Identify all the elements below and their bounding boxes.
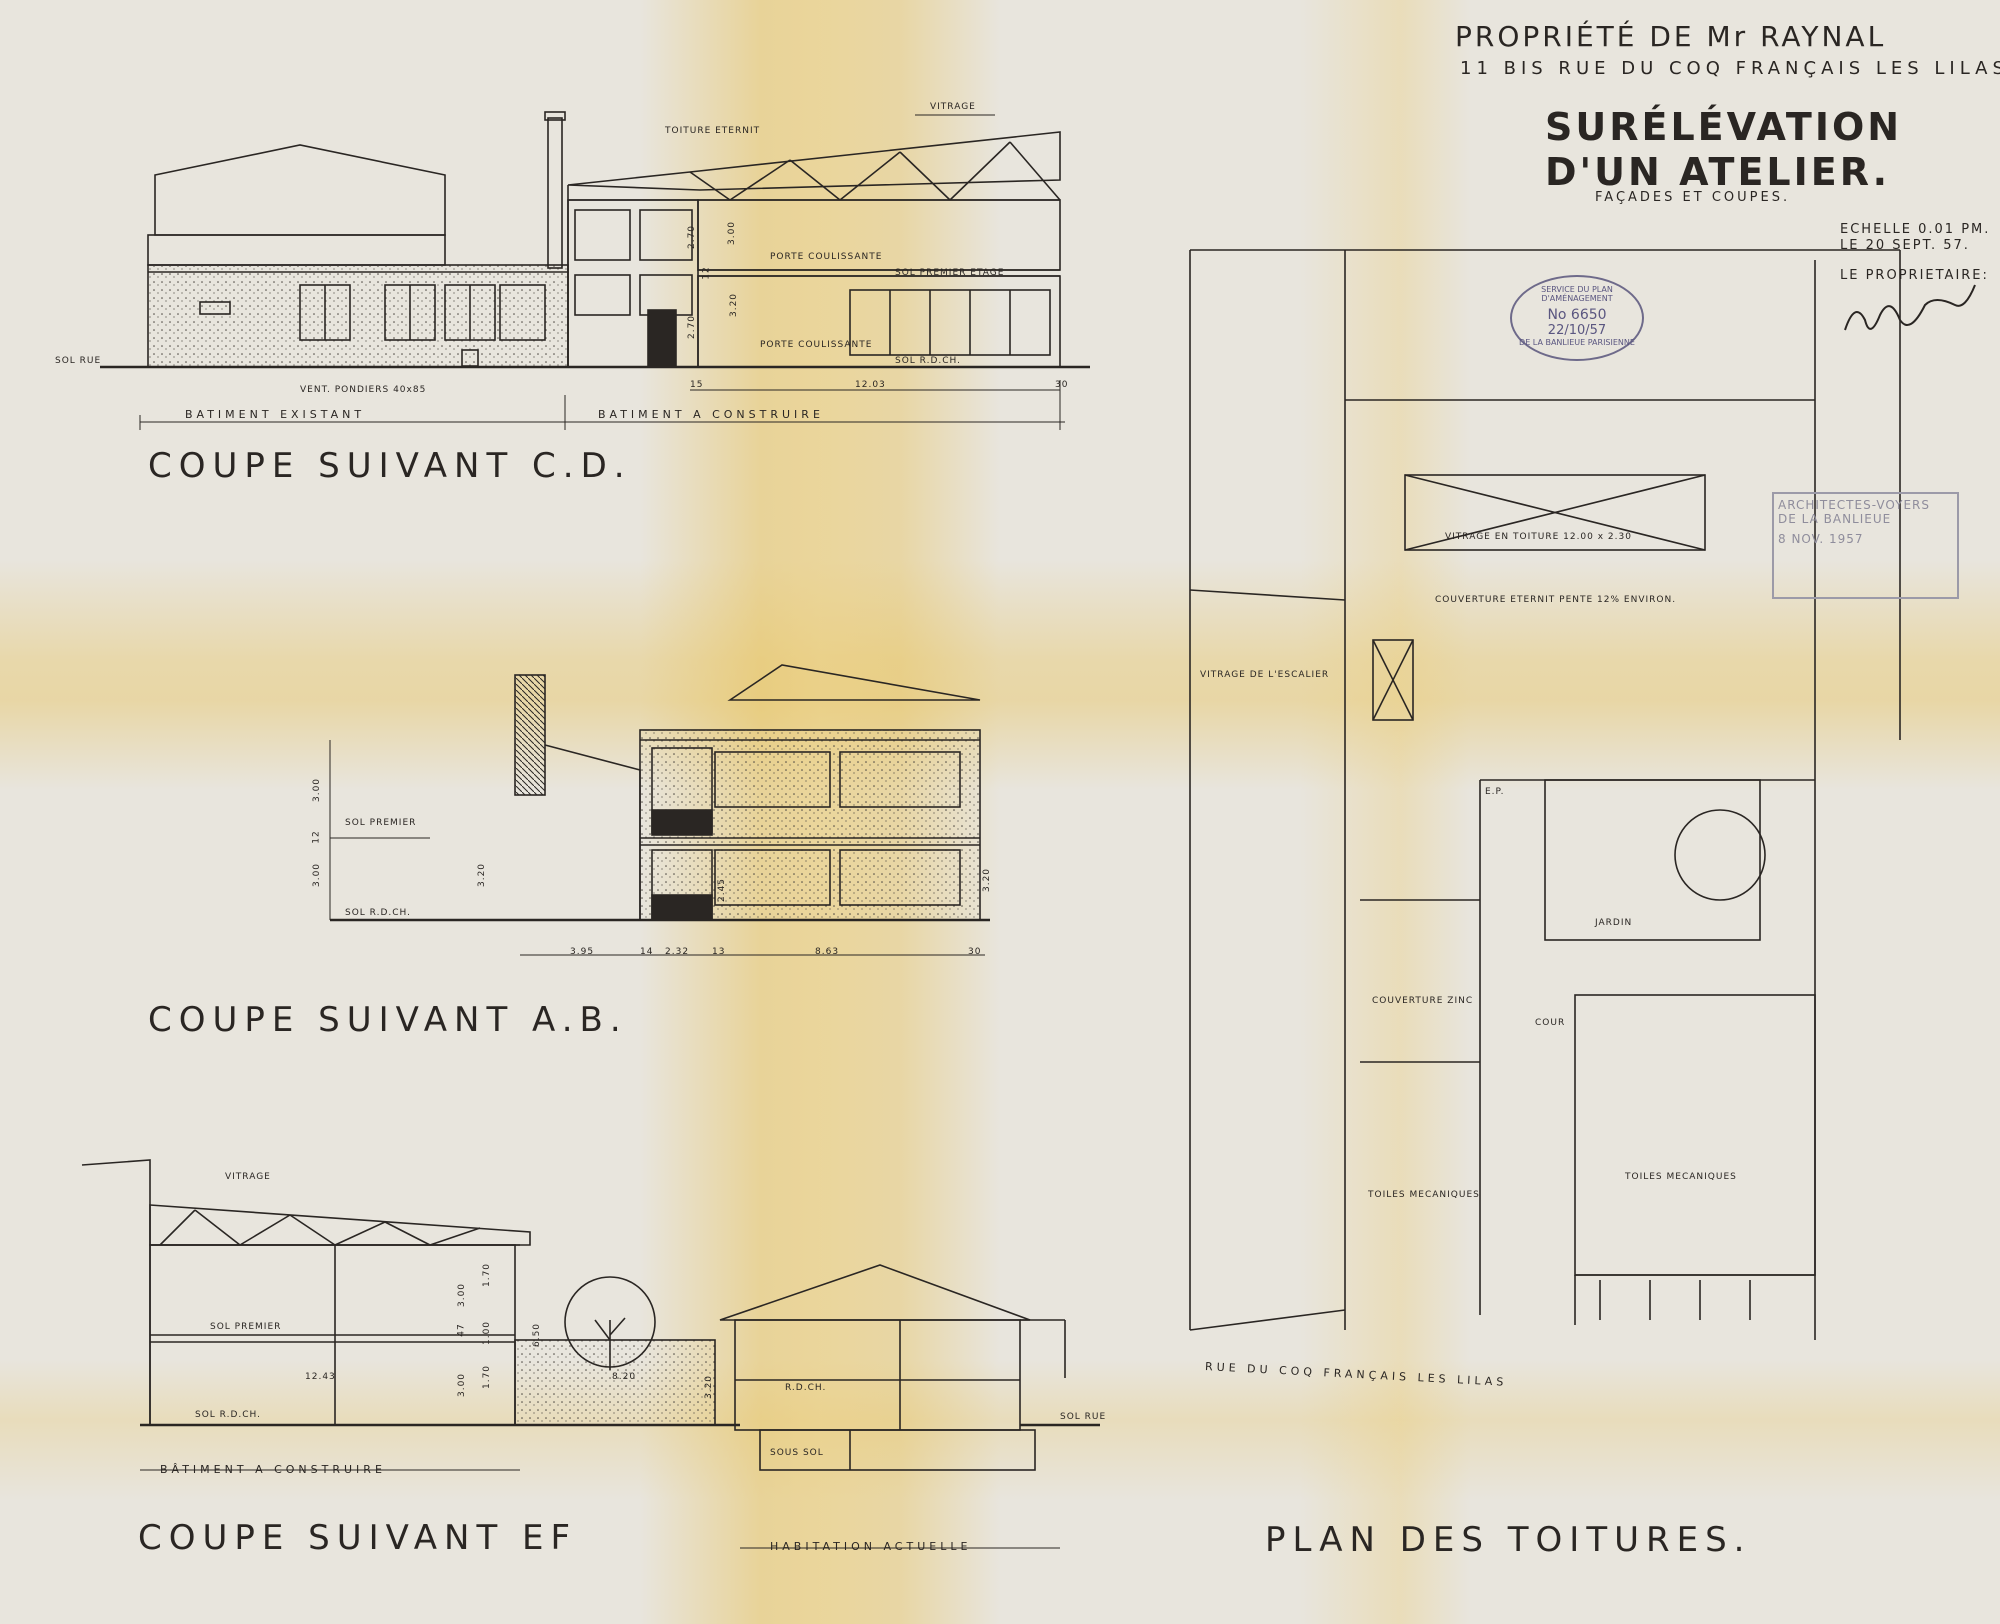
stamp-number: No 6650 (1547, 307, 1607, 323)
ef-sol-rdch: SOL R.D.CH. (195, 1410, 262, 1420)
ef-h-100: 1.00 (482, 1320, 493, 1346)
subtitle: FAÇADES ET COUPES. (1595, 190, 1791, 205)
rect-stamp-line-1: ARCHITECTES-VOYERS (1778, 498, 1930, 512)
cd-bat-existant: BATIMENT EXISTANT (185, 408, 366, 421)
ab-d-14: 14 (640, 947, 654, 957)
plan-toiles-2: TOILES MECANIQUES (1625, 1172, 1737, 1182)
cd-h3: 12 (701, 266, 712, 280)
ab-d-395: 3.95 (570, 947, 595, 957)
address-line: 11 BIS RUE DU COQ FRANÇAIS LES LILAS (1460, 58, 2000, 79)
ef-sous-sol: SOUS SOL (770, 1448, 824, 1458)
plan-toiles-1: TOILES MECANIQUES (1368, 1190, 1480, 1200)
ab-h-300: 3.00 (312, 777, 323, 803)
cd-title: COUPE SUIVANT C.D. (148, 446, 632, 486)
cd-sol-rdch: SOL R.D.CH. (895, 356, 962, 366)
cd-h2: 2.70 (687, 314, 698, 340)
owner-label: LE PROPRIETAIRE: (1840, 268, 1989, 283)
ab-h-left: 3.00 (312, 862, 323, 888)
ef-dim-1243: 12.43 (305, 1372, 336, 1382)
cd-sol-rue: SOL RUE (55, 356, 102, 366)
ab-sol-rdch: SOL R.D.CH. (345, 908, 412, 918)
ab-h-320b: 3.20 (982, 867, 993, 893)
ef-sol-rue: SOL RUE (1060, 1412, 1107, 1422)
ab-h-245: 2.45 (717, 877, 728, 903)
cd-h4: 2.70 (687, 224, 698, 250)
ef-bat-construire: BÂTIMENT A CONSTRUIRE (160, 1463, 386, 1476)
municipal-round-stamp: SERVICE DU PLAN D'AMÉNAGEMENT No 6650 22… (1510, 275, 1644, 361)
cd-porte-2: PORTE COULISSANTE (760, 340, 873, 350)
plan-cour: COUR (1535, 1018, 1566, 1028)
owner-line: PROPRIÉTÉ DE Mr RAYNAL (1455, 20, 1887, 53)
cd-vitrage: VITRAGE (930, 102, 976, 112)
roof-plan-drawing (1189, 249, 1901, 1340)
ef-h-47: 47 (456, 1323, 467, 1337)
stamp-bottom-text: DE LA BANLIEUE PARISIENNE (1519, 338, 1635, 347)
cd-bat-construire: BATIMENT A CONSTRUIRE (598, 408, 824, 421)
plan-jardin: JARDIN (1595, 918, 1633, 928)
cd-dim-3: 30 (1055, 380, 1069, 390)
section-ab-drawing (329, 664, 990, 956)
rect-stamp-date: 8 NOV. 1957 (1778, 532, 1864, 546)
ef-h-320: 3.20 (704, 1374, 715, 1400)
plan-couverture-zinc: COUVERTURE ZINC (1372, 996, 1474, 1006)
rect-stamp-line-2: DE LA BANLIEUE (1778, 512, 1892, 526)
stamp-top-text: SERVICE DU PLAN D'AMÉNAGEMENT (1541, 285, 1613, 303)
stamp-date: 22/10/57 (1547, 323, 1607, 338)
plan-ep-label: E.P. (1485, 787, 1505, 797)
plan-title: PLAN DES TOITURES. (1265, 1520, 1752, 1560)
ef-h-170a: 1.70 (482, 1262, 493, 1288)
ab-d-30: 30 (968, 947, 982, 957)
ef-vitrage: VITRAGE (225, 1172, 271, 1182)
ab-h-320a: 3.20 (477, 862, 488, 888)
cd-dim-1: 15 (690, 380, 704, 390)
date-label: LE 20 SEPT. 57. (1840, 238, 1970, 253)
cd-porte-1: PORTE COULISSANTE (770, 252, 883, 262)
section-cd-drawing (100, 111, 1090, 430)
ab-d-232: 2.32 (665, 947, 690, 957)
plan-vitrage-toiture: VITRAGE EN TOITURE 12.00 x 2.30 (1445, 532, 1632, 542)
plan-vitrage-escalier: VITRAGE DE L'ESCALIER (1200, 670, 1330, 680)
title-line-1: SURÉLÉVATION (1545, 105, 1903, 149)
ef-habitation: HABITATION ACTUELLE (770, 1540, 972, 1553)
ef-h-300b: 3.00 (457, 1372, 468, 1398)
scale-label: ECHELLE 0.01 PM. (1840, 222, 1991, 237)
plan-couverture: COUVERTURE ETERNIT PENTE 12% ENVIRON. (1435, 595, 1677, 605)
ef-title: COUPE SUIVANT EF (138, 1518, 578, 1558)
cd-h1: 3.20 (729, 292, 740, 318)
ab-h-12: 12 (311, 830, 322, 844)
architects-rect-stamp: ARCHITECTES-VOYERS DE LA BANLIEUE 8 NOV.… (1772, 492, 1959, 599)
ef-h-300a: 3.00 (457, 1282, 468, 1308)
cd-dim-2: 12.03 (855, 380, 886, 390)
ef-rdch: R.D.CH. (785, 1383, 827, 1393)
ab-sol-premier: SOL PREMIER (345, 818, 417, 828)
section-ef-drawing (81, 1159, 1100, 1549)
ab-d-863: 8.63 (815, 947, 840, 957)
title-line-2: D'UN ATELIER. (1545, 150, 1891, 194)
ef-dim-820: 8.20 (612, 1372, 637, 1382)
ef-h-650: 6.50 (532, 1322, 543, 1348)
ef-sol-premier: SOL PREMIER (210, 1322, 282, 1332)
cd-h5: 3.00 (727, 220, 738, 246)
cd-vent: VENT. PONDIERS 40x85 (300, 385, 427, 395)
ab-d-13: 13 (712, 947, 726, 957)
cd-toiture: TOITURE ETERNIT (665, 126, 761, 136)
ef-h-170b: 1.70 (482, 1364, 493, 1390)
ab-title: COUPE SUIVANT A.B. (148, 1000, 628, 1040)
cd-sol-premier: SOL PREMIER ETAGE (895, 268, 1005, 278)
